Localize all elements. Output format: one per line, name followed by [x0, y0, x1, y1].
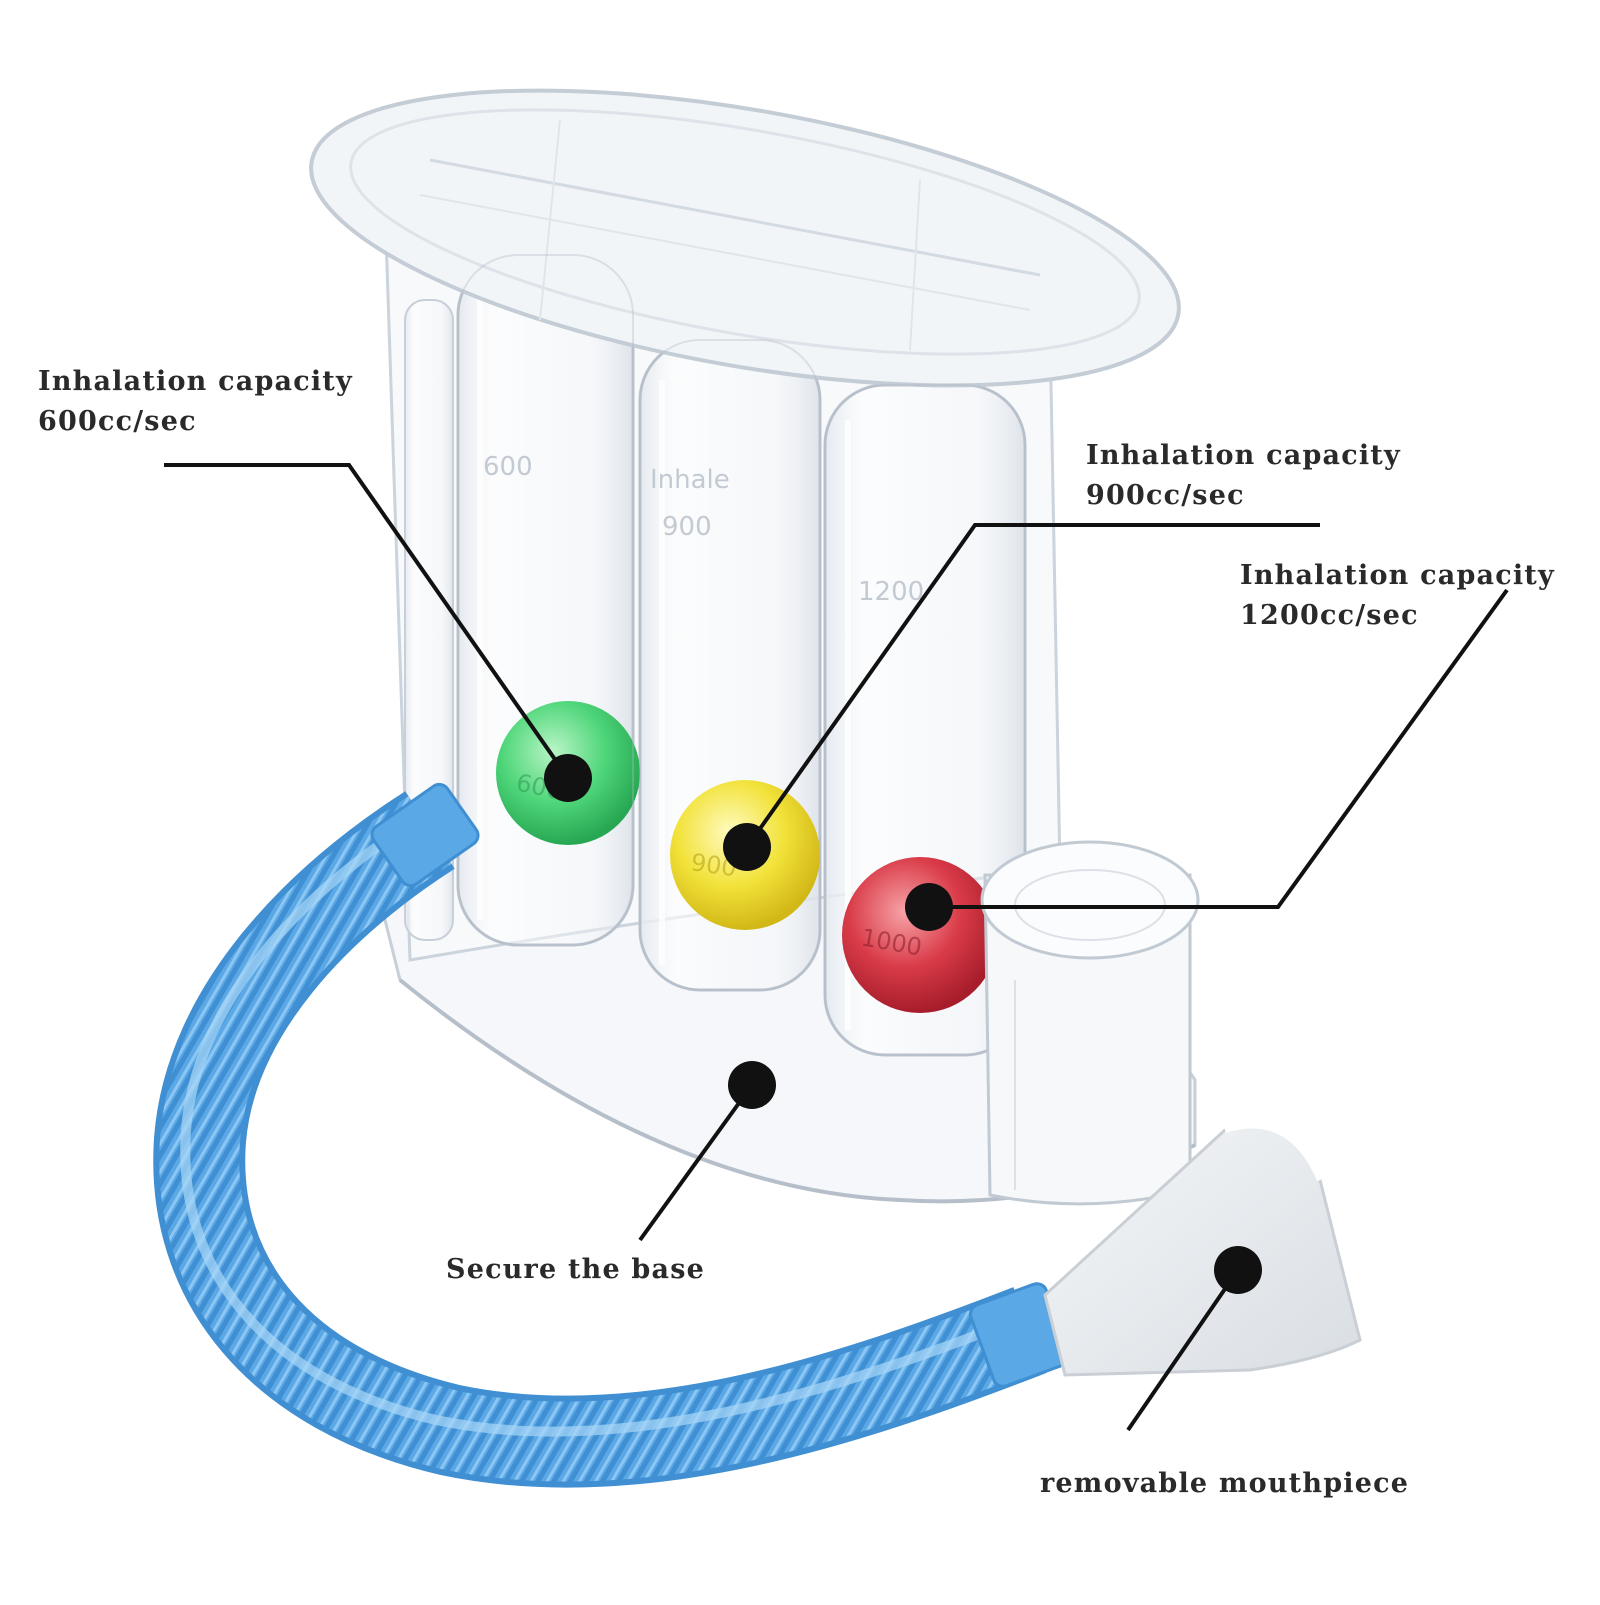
- callout-line-1200: [929, 588, 1509, 909]
- chamber-mark-1200: 1200: [858, 577, 924, 607]
- callout-base-text: Secure the base: [446, 1254, 705, 1285]
- callout-600-title: Inhalation capacity: [38, 366, 353, 397]
- red-ball: 1000: [842, 857, 998, 1013]
- callout-label-900: Inhalation capacity 900cc/sec: [1086, 436, 1401, 516]
- callout-1200-value: 1200cc/sec: [1240, 600, 1419, 631]
- chamber-mark-inhale: Inhale: [650, 465, 730, 495]
- callout-900-title: Inhalation capacity: [1086, 440, 1401, 471]
- mouthpiece-holder: [980, 840, 1200, 1206]
- mouthpiece: [1043, 1122, 1362, 1377]
- callout-1200-title: Inhalation capacity: [1240, 560, 1555, 591]
- callout-label-mouthpiece: removable mouthpiece: [1040, 1464, 1409, 1504]
- callout-line-600: [164, 463, 570, 780]
- chamber-mark-900: 900: [662, 512, 712, 542]
- callout-label-1200: Inhalation capacity 1200cc/sec: [1240, 556, 1555, 636]
- callout-dot-900: [723, 823, 771, 871]
- callout-dot-1200: [905, 883, 953, 931]
- chamber-mark-600: 600: [483, 452, 533, 482]
- callout-900-value: 900cc/sec: [1086, 480, 1245, 511]
- hose: [153, 782, 1071, 1488]
- callout-line-mouthpiece: [1126, 1268, 1240, 1432]
- callout-lines: [164, 463, 1509, 1432]
- callout-dot-base: [728, 1061, 776, 1109]
- callout-label-600: Inhalation capacity 600cc/sec: [38, 362, 353, 442]
- callout-line-900: [745, 523, 1320, 849]
- callout-dot-mouthpiece: [1214, 1246, 1262, 1294]
- callout-600-value: 600cc/sec: [38, 406, 197, 437]
- callout-label-base: Secure the base: [446, 1250, 705, 1290]
- callout-mouthpiece-text: removable mouthpiece: [1040, 1468, 1410, 1499]
- callout-line-base: [638, 1083, 754, 1242]
- chamber-600: [456, 253, 635, 947]
- callout-dot-600: [544, 754, 592, 802]
- side-tube: [404, 299, 454, 941]
- top-cap: [309, 88, 1181, 388]
